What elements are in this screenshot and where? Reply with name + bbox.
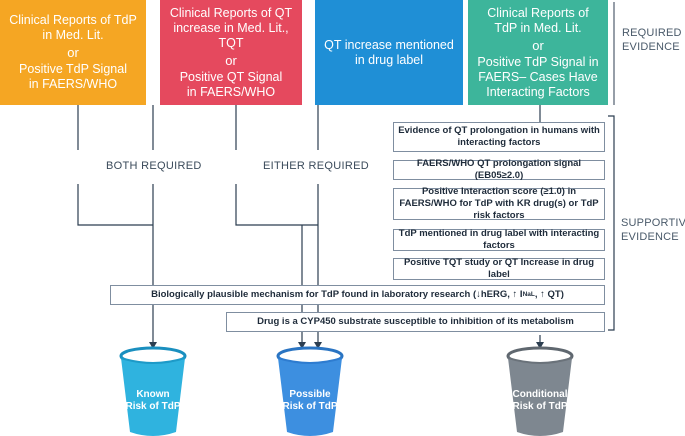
- mechanism-end: , ↑ QT): [534, 289, 564, 300]
- bucket-conditional-label: Conditional Risk of TdP: [510, 389, 570, 413]
- supportive-label-line2: EVIDENCE: [621, 231, 679, 243]
- supportive-item-tqt-study: Positive TQT study or QT Increase in dru…: [393, 257, 605, 280]
- orange-line3: Positive TdP Signal: [19, 62, 127, 76]
- supportive-item-qt-prolongation: Evidence of QT prolongation in humans wi…: [393, 122, 605, 152]
- required-box-blue: QT increase mentioned in drug label: [315, 0, 463, 105]
- orange-line2: in Med. Lit.: [42, 28, 104, 42]
- teal-line1: Clinical Reports of: [487, 5, 589, 20]
- bucket-possible: [276, 346, 344, 436]
- required-evidence-label: REQUIRED EVIDENCE: [622, 26, 682, 54]
- mechanism-subscript: NaL: [522, 291, 535, 298]
- required-label-line2: EVIDENCE: [622, 41, 680, 53]
- teal-line4: FAERS– Cases Have: [478, 69, 598, 84]
- blue-line1: QT increase mentioned: [324, 37, 454, 52]
- orange-or: or: [67, 45, 79, 60]
- orange-line1: Clinical Reports of TdP: [9, 13, 137, 27]
- teal-line5: Interacting Factors: [486, 84, 590, 99]
- teal-or: or: [532, 37, 544, 53]
- required-box-orange: Clinical Reports of TdP in Med. Lit. or …: [0, 0, 146, 105]
- arrow-conditional: [536, 342, 544, 349]
- known-line1: Known: [136, 389, 170, 400]
- bucket-known-label: Known Risk of TdP: [123, 389, 183, 413]
- red-or: or: [225, 52, 237, 68]
- both-required-label: BOTH REQUIRED: [106, 160, 202, 172]
- bucket-conditional: [506, 346, 574, 436]
- supportive-item-tdp-label: TdP mentioned in drug label with interac…: [393, 228, 605, 251]
- known-line2: Risk of TdP: [125, 401, 181, 412]
- conditional-line1: Conditional: [512, 389, 568, 400]
- orange-line4: in FAERS/WHO: [28, 77, 118, 91]
- red-line3: Positive QT Signal: [179, 69, 283, 84]
- connector-both: [77, 105, 154, 342]
- red-line4: in FAERS/WHO: [186, 84, 276, 99]
- mechanism-text: Biologically plausible mechanism for TdP…: [151, 289, 523, 300]
- bucket-known: [119, 346, 187, 436]
- possible-line2: Risk of TdP: [282, 401, 338, 412]
- either-required-label: EITHER REQUIRED: [263, 160, 369, 172]
- arrow-known: [149, 342, 157, 349]
- bucket-possible-label: Possible Risk of TdP: [280, 389, 340, 413]
- blue-line2: in drug label: [354, 52, 424, 67]
- supportive-item-interaction-score: Positive Interaction score (≥1.0) in FAE…: [393, 186, 605, 221]
- possible-line1: Possible: [289, 389, 331, 400]
- arrow-possible-2: [314, 342, 322, 349]
- teal-line3: Positive TdP Signal in: [477, 54, 599, 69]
- supportive-item-mechanism: Biologically plausible mechanism for TdP…: [110, 285, 605, 305]
- red-line2: increase in Med. Lit., TQT: [173, 20, 289, 50]
- required-box-teal: Clinical Reports of TdP in Med. Lit. or …: [468, 0, 608, 105]
- required-box-red: Clinical Reports of QT increase in Med. …: [160, 0, 302, 105]
- arrow-possible-1: [298, 342, 306, 349]
- required-label-line1: REQUIRED: [622, 27, 682, 39]
- teal-line2: TdP in Med. Lit.: [494, 20, 582, 35]
- red-line1: Clinical Reports of QT: [169, 5, 293, 20]
- bracket-supportive: [608, 115, 615, 331]
- supportive-item-faers-qt-signal: FAERS/WHO QT prolongation signal (EB05≥2…: [393, 158, 605, 181]
- connector-either: [235, 105, 319, 342]
- conditional-line2: Risk of TdP: [512, 401, 568, 412]
- supportive-item-cyp450: Drug is a CYP450 substrate susceptible t…: [226, 312, 605, 332]
